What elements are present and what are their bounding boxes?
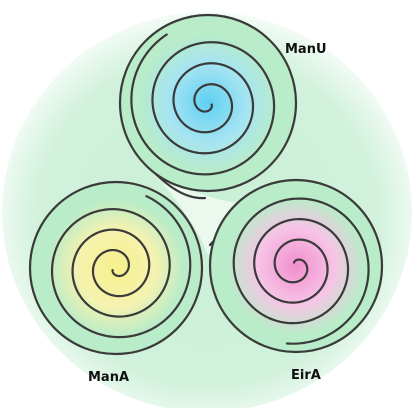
left-lobe-disc [28,180,204,356]
label-eira: EirA [291,368,321,383]
label-mana: ManA [88,370,129,385]
top-lobe-disc [118,13,298,193]
right-spiral [232,197,370,345]
right-lobe-disc [208,178,384,354]
center-hub [150,168,262,255]
left-spiral [50,195,192,339]
label-manu: ManU [285,42,327,57]
top-spiral [130,33,276,176]
